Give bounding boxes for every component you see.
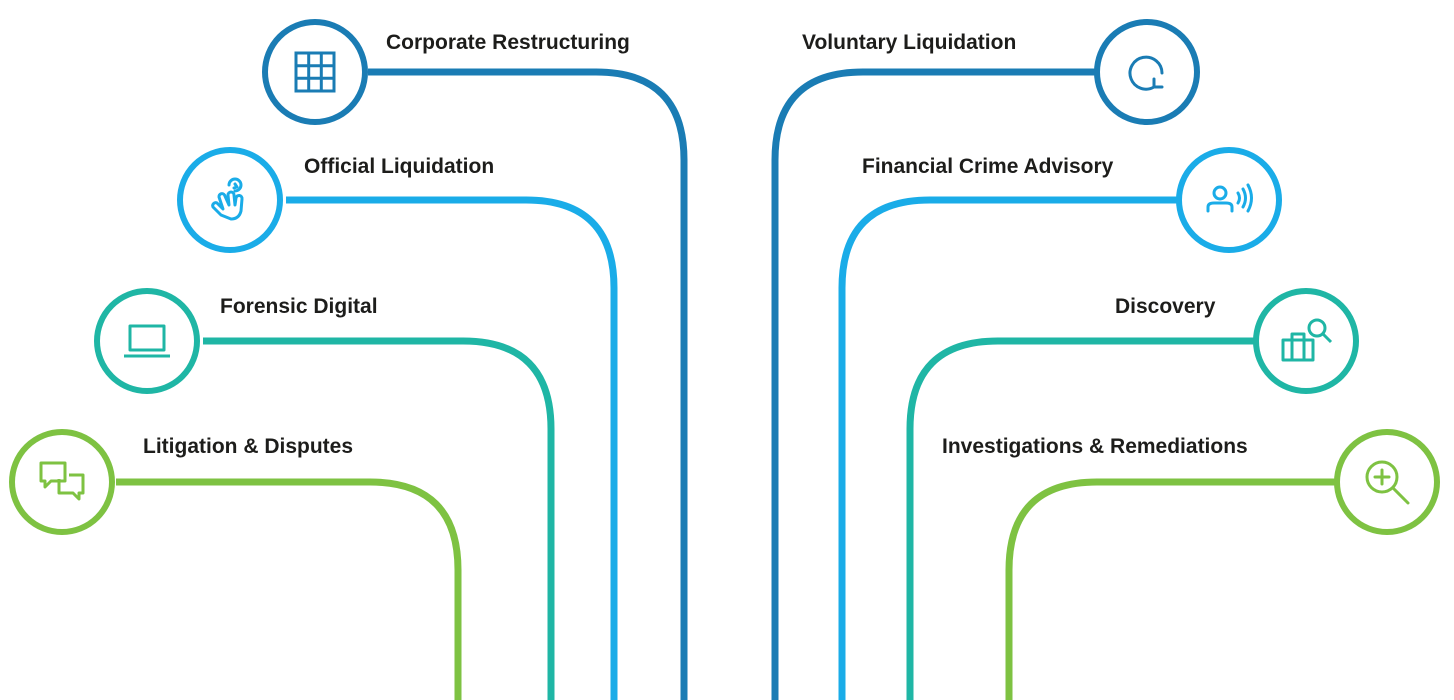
refresh-icon (1128, 55, 1164, 91)
connector-corporate-restructuring (368, 68, 688, 700)
grid-icon (294, 51, 336, 93)
connector-discovery (906, 337, 1256, 700)
chat-bubbles-icon (39, 461, 85, 501)
hand-tap-icon (211, 177, 244, 221)
connector-financial-crime-advisory (838, 196, 1180, 700)
briefcase-search-icon (1281, 318, 1333, 362)
investigations-remediations-label: Investigations & Remediations (942, 435, 1248, 458)
voluntary-liquidation-label: Voluntary Liquidation (802, 31, 1017, 54)
investigations-remediations-node[interactable] (1334, 429, 1440, 535)
forensic-digital-label: Forensic Digital (220, 295, 378, 318)
corporate-restructuring-label: Corporate Restructuring (386, 31, 630, 54)
financial-crime-advisory-node[interactable] (1176, 147, 1282, 253)
connector-forensic-digital (203, 337, 555, 700)
litigation-disputes-node[interactable] (9, 429, 115, 535)
financial-crime-advisory-label: Financial Crime Advisory (862, 155, 1114, 178)
discovery-node[interactable] (1253, 288, 1359, 394)
official-liquidation-node[interactable] (177, 147, 283, 253)
forensic-digital-node[interactable] (94, 288, 200, 394)
connector-voluntary-liquidation (771, 68, 1098, 700)
voluntary-liquidation-node[interactable] (1094, 19, 1200, 125)
connector-investigations-remediations (1005, 478, 1337, 700)
official-liquidation-label: Official Liquidation (304, 155, 495, 178)
discovery-label: Discovery (1115, 295, 1216, 318)
litigation-disputes-label: Litigation & Disputes (143, 435, 353, 458)
zoom-in-icon (1365, 460, 1410, 505)
person-broadcast-icon (1206, 183, 1253, 213)
laptop-icon (124, 324, 170, 358)
connector-litigation-disputes (116, 478, 462, 700)
corporate-restructuring-node[interactable] (262, 19, 368, 125)
connector-official-liquidation (286, 196, 618, 700)
